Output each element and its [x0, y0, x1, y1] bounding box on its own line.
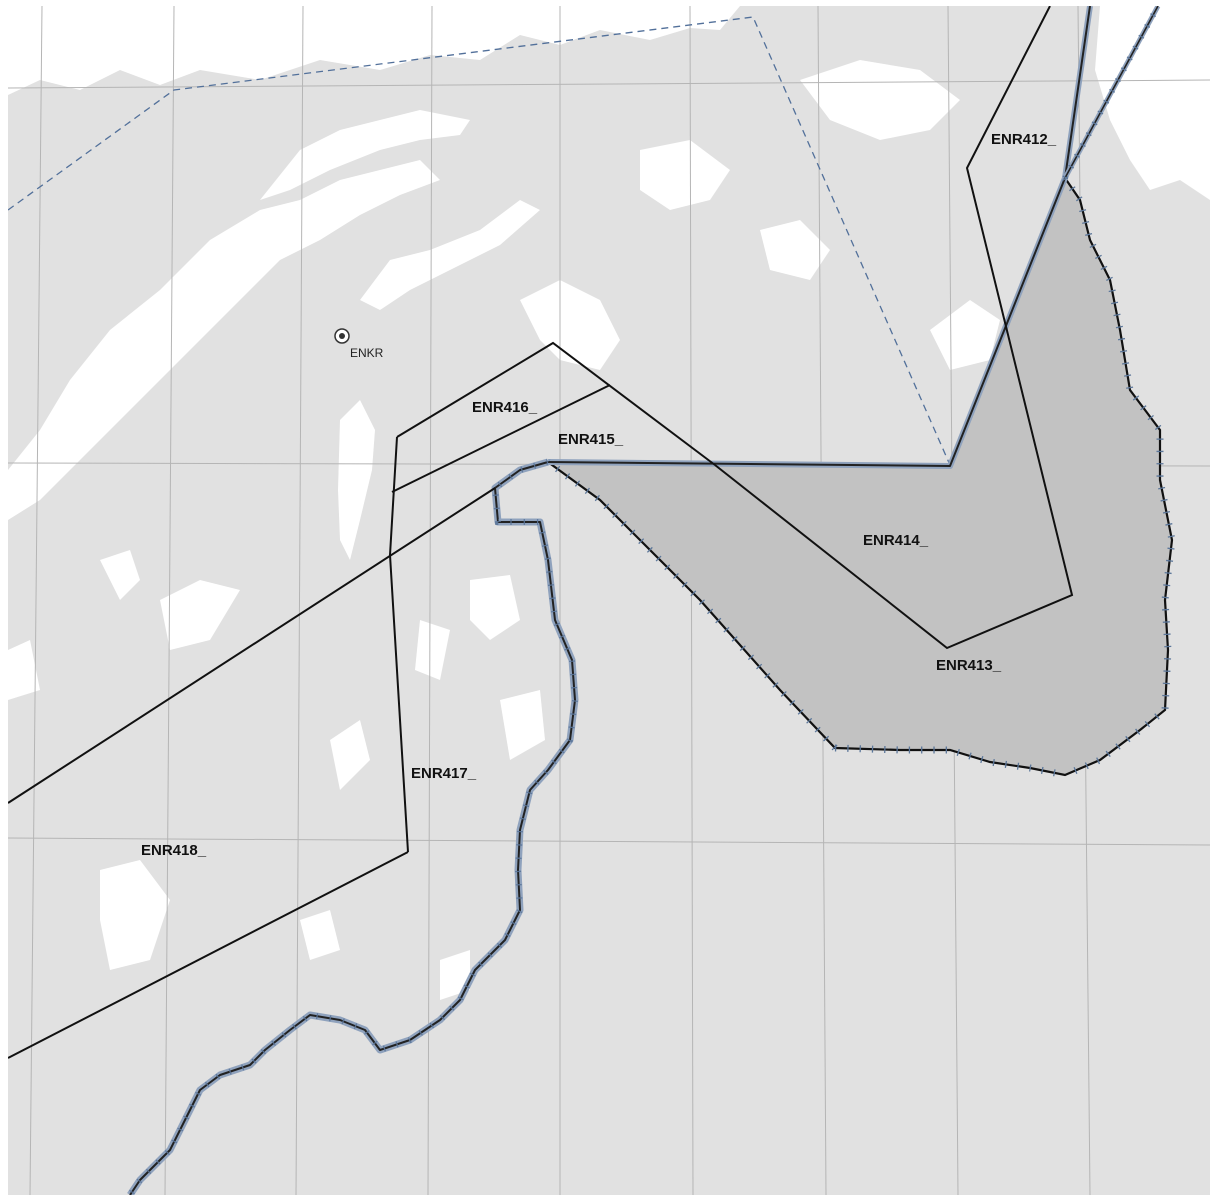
zone-label-enr413[interactable]: ENR413_ — [936, 657, 1002, 674]
airport-code: ENKR — [350, 346, 384, 360]
inland-water — [8, 6, 1210, 1000]
zone-label-enr417[interactable]: ENR417_ — [411, 765, 477, 782]
zone-enr412-outline — [714, 6, 1074, 650]
zone-enr416-outline — [396, 341, 716, 466]
zone-label-enr415[interactable]: ENR415_ — [558, 431, 624, 448]
zone-label-enr412[interactable]: ENR412_ — [991, 131, 1057, 148]
zone-label-enr418[interactable]: ENR418_ — [141, 842, 207, 859]
zone-enr418-outline — [8, 487, 496, 1059]
airport-enkr[interactable]: ENKR — [334, 328, 384, 360]
zone-enr413-area — [544, 175, 1174, 777]
zone-enr415-outline — [391, 384, 611, 493]
zone-label-enr414[interactable]: ENR414_ — [863, 532, 929, 549]
zone-outlines — [8, 6, 1074, 1059]
zone-label-enr416[interactable]: ENR416_ — [472, 399, 538, 416]
fir-boundary-dashed — [8, 16, 951, 466]
